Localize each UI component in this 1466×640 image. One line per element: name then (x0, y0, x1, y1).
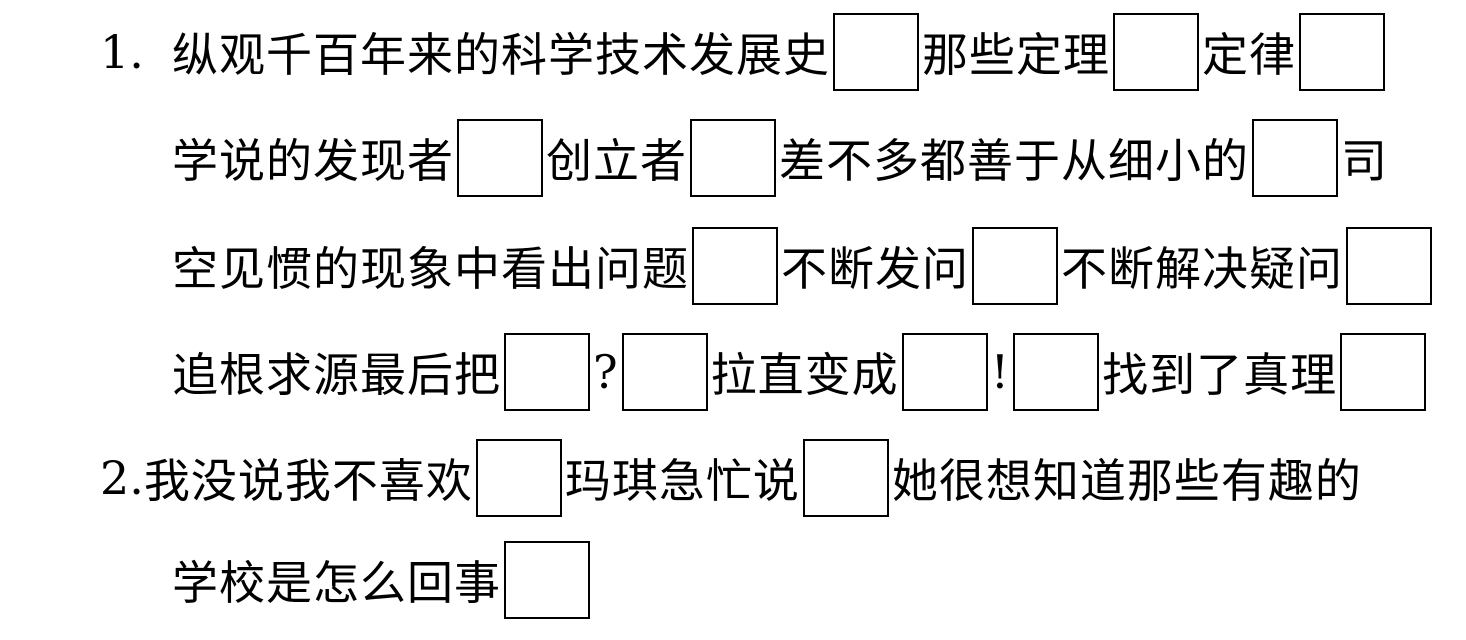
sentence-text: 玛琪急忙说 (564, 454, 800, 508)
punctuation-answer-box[interactable] (475, 439, 562, 517)
sentence-text: 学说的发现者 (172, 134, 454, 188)
question-1-line: 学说的发现者 创立者 差不多都善于从细小的 司 (172, 118, 1388, 198)
sentence-text: 创立者 (546, 134, 687, 188)
question-number: 2. (100, 451, 144, 505)
sentence-text: 差不多都善于从细小的 (779, 134, 1249, 188)
sentence-text: 找到了真理 (1102, 348, 1338, 402)
punctuation-answer-box[interactable] (1013, 333, 1100, 411)
punctuation-answer-box[interactable] (504, 541, 590, 619)
question-2-line: 学校是怎么回事 (172, 540, 593, 620)
punctuation-answer-box[interactable] (1299, 13, 1385, 91)
sentence-text: 定律 (1202, 28, 1296, 82)
sentence-text: ! (990, 345, 1011, 399)
sentence-text: 我没说我不喜欢 (143, 454, 473, 508)
sentence-text: 她很想知道那些有趣的 (891, 454, 1362, 508)
sentence-text: 空见惯的现象中看出问题 (172, 242, 689, 296)
punctuation-answer-box[interactable] (1252, 119, 1338, 197)
punctuation-answer-box[interactable] (802, 439, 889, 517)
punctuation-answer-box[interactable] (901, 333, 988, 411)
sentence-text: 拉直变成 (710, 348, 899, 402)
punctuation-answer-box[interactable] (972, 227, 1058, 305)
punctuation-answer-box[interactable] (1346, 227, 1432, 305)
punctuation-answer-box[interactable] (457, 119, 543, 197)
question-1-line: 空见惯的现象中看出问题 不断发问 不断解决疑问 (172, 226, 1435, 306)
question-number: 1. (100, 25, 144, 79)
sentence-text: 那些定理 (922, 28, 1110, 82)
sentence-text: ? (593, 345, 619, 399)
punctuation-answer-box[interactable] (1113, 13, 1199, 91)
punctuation-answer-box[interactable] (690, 119, 776, 197)
punctuation-answer-box[interactable] (833, 13, 919, 91)
sentence-text: 学校是怎么回事 (172, 556, 501, 610)
sentence-text: 不断发问 (781, 242, 969, 296)
sentence-text: 司 (1341, 134, 1388, 188)
question-2-line: 2.我没说我不喜欢 玛琪急忙说 她很想知道那些有趣的 (100, 438, 1362, 518)
punctuation-answer-box[interactable] (692, 227, 778, 305)
punctuation-answer-box[interactable] (504, 333, 590, 411)
sentence-text: 纵观千百年来的科学技术发展史 (172, 28, 830, 82)
question-1-line: 1. 纵观千百年来的科学技术发展史 那些定理 定律 (100, 12, 1388, 92)
question-1-line: 追根求源最后把? 拉直变成! 找到了真理 (172, 332, 1429, 412)
punctuation-answer-box[interactable] (621, 333, 708, 411)
sentence-text: 追根求源最后把 (172, 348, 501, 402)
sentence-text: 不断解决疑问 (1061, 242, 1343, 296)
punctuation-answer-box[interactable] (1340, 333, 1427, 411)
